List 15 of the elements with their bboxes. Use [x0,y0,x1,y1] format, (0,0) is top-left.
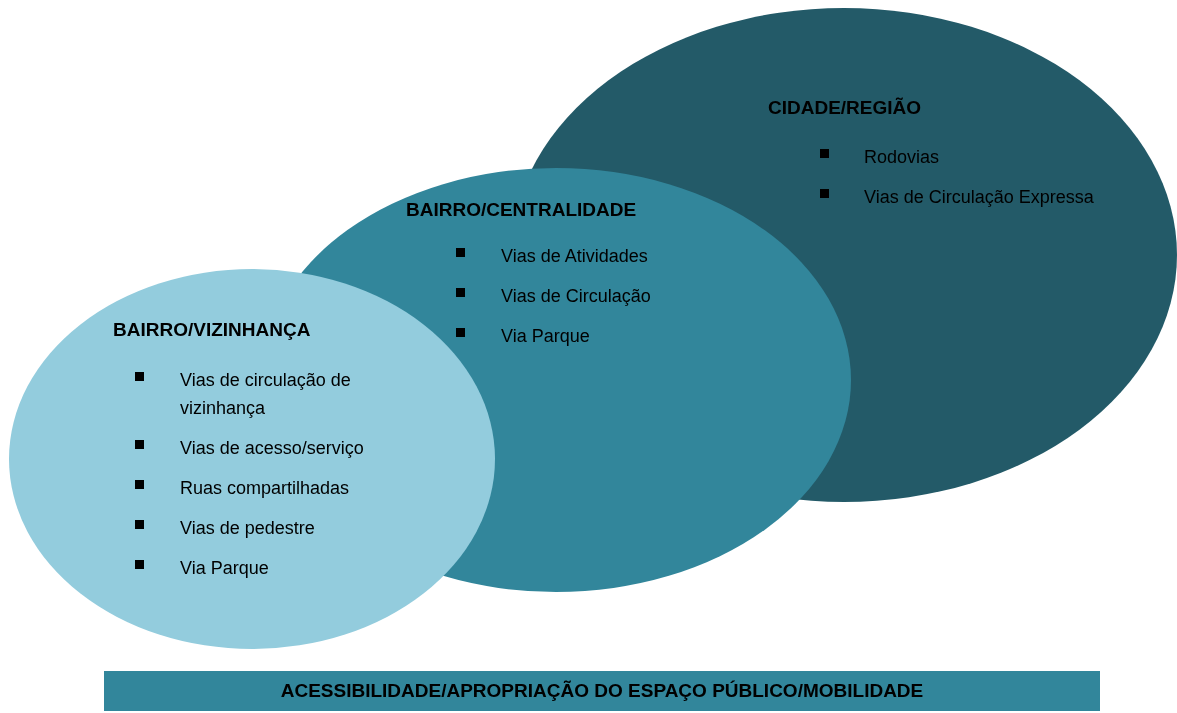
banner-bar [104,671,1100,711]
region-heading: BAIRRO/VIZINHANÇA [113,319,311,341]
region-heading: CIDADE/REGIÃO [768,97,922,119]
region-heading: BAIRRO/CENTRALIDADE [406,199,637,221]
list-item: Vias de Circulação [501,285,651,308]
list-item: Via Parque [180,557,269,580]
list-item: Vias de circulação de vizinhança [180,369,352,420]
list-item: Via Parque [501,325,590,348]
list-item: Vias de Atividades [501,245,648,268]
list-item: Ruas compartilhadas [180,477,350,500]
banner-text: ACESSIBILIDADE/APROPRIAÇÃO DO ESPAÇO PÚBLICO/MOBILIDADE [279,679,925,703]
list-item: Vias de Circulação Expressa [864,186,1094,209]
list-item: Vias de acesso/serviço [180,437,364,460]
list-item: Rodovias [864,146,940,169]
list-item: Vias de pedestre [180,517,315,540]
